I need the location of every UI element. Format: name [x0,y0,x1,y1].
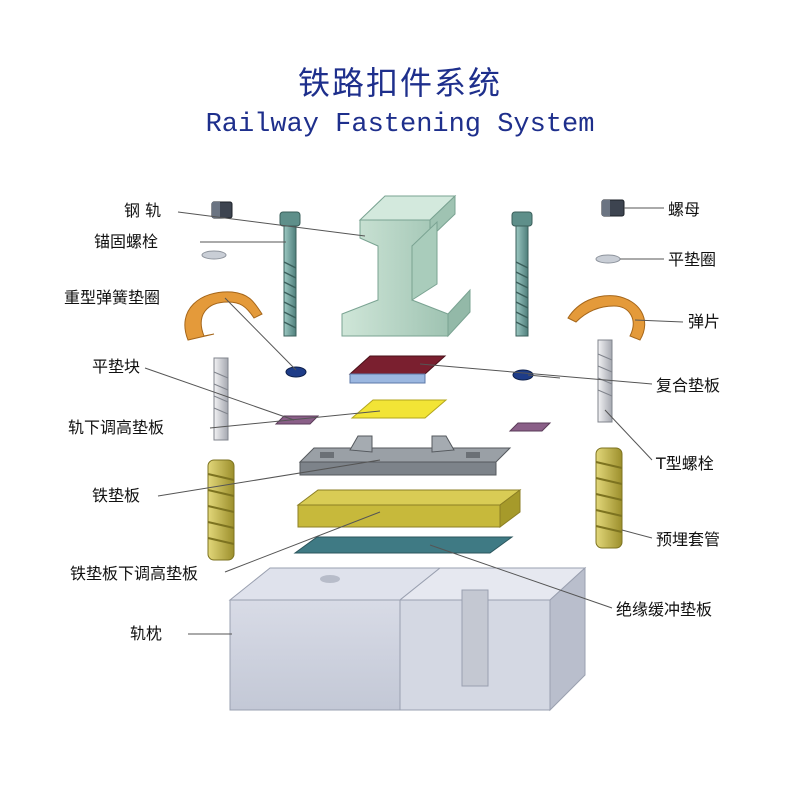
heavy-spring-washer-left [285,366,307,378]
label-anchor-bolt: 锚固螺栓 [94,232,159,251]
label-embedded-sleeve: 预埋套管 [656,530,721,549]
label-spring-clip: 弹片 [688,312,721,331]
label-under-plate-adjust-pad: 铁垫板下调高垫板 [70,564,199,583]
under-plate-adjust-pad [296,489,522,528]
label-rail: 钢 轨 [124,201,162,220]
title-chinese: 铁路扣件系统 [297,64,502,102]
insulating-buffer-pad [293,536,514,554]
flat-washer-right [595,254,621,264]
title-english: Railway Fastening System [205,110,595,140]
label-under-rail-adjust-pad: 轨下调高垫板 [68,418,165,437]
label-sleeper: 轨枕 [130,624,163,643]
iron-base-plate [298,435,512,476]
label-heavy-spring-washer: 重型弹簧垫圈 [64,288,161,307]
spring-clip-right [567,295,646,341]
t-bolt-right [597,339,613,423]
rail [341,194,471,338]
flat-washer-left [201,250,227,260]
label-insulating-buffer-pad: 绝缘缓冲垫板 [616,600,713,619]
label-flat-pad-block: 平垫块 [92,357,141,376]
composite-pad [348,355,447,384]
spring-clip-left [184,291,263,341]
label-iron-base-plate: 铁垫板 [92,486,141,505]
flat-pad-block-right [508,422,552,432]
label-flat-washer: 平垫圈 [668,250,717,269]
embedded-sleeve-left [207,459,235,561]
t-bolt-left [213,357,229,441]
under-rail-adjust-pad [350,399,448,419]
anchor-bolt-left [279,211,301,337]
leader-lines [144,207,684,635]
nut-left [211,201,233,219]
anchor-bolt-right [511,211,533,337]
sleeper [228,566,587,712]
nut-right [601,199,625,217]
label-t-bolt: T型螺栓 [656,454,714,473]
embedded-sleeve-right [595,447,623,549]
label-nut: 螺母 [668,200,701,219]
flat-pad-block-left [274,415,320,425]
label-composite-pad: 复合垫板 [656,376,721,395]
